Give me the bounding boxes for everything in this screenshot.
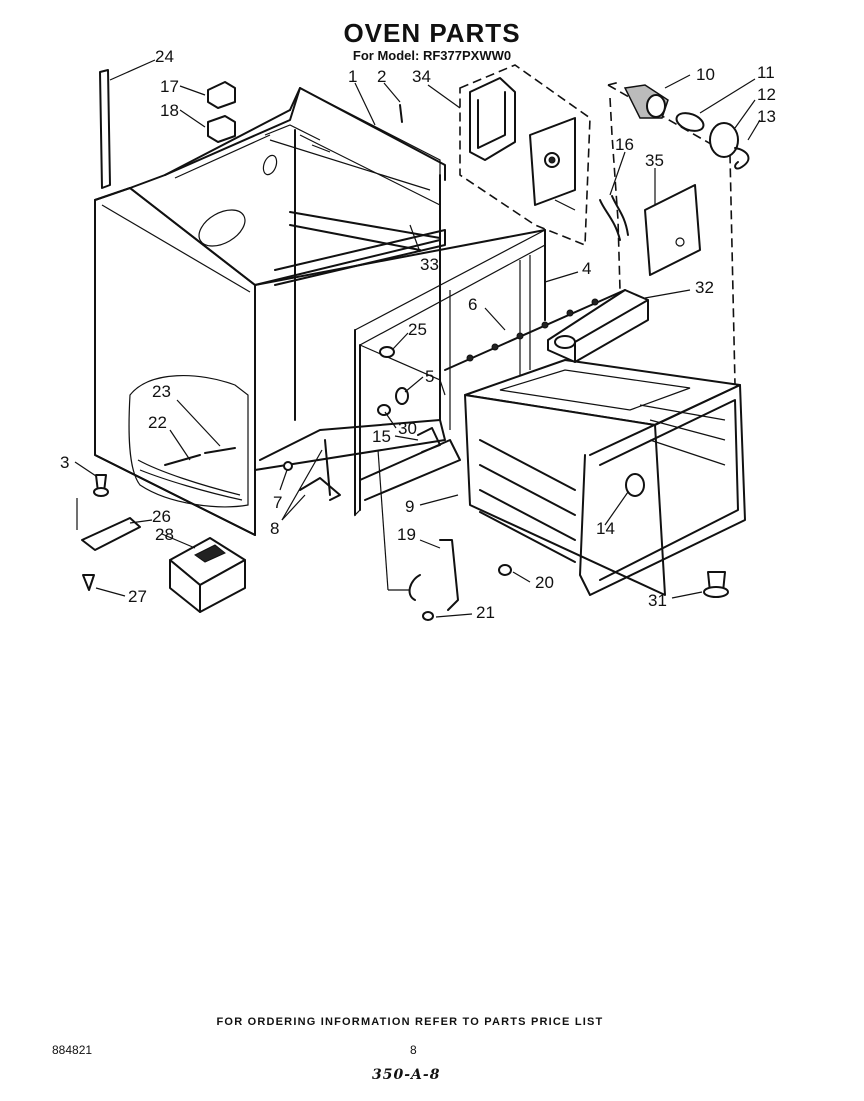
page-number: 8 <box>410 1043 417 1057</box>
ordering-note: FOR ORDERING INFORMATION REFER TO PARTS … <box>216 1016 604 1028</box>
callout-4: 4 <box>582 259 591 278</box>
callout-8: 8 <box>270 519 279 538</box>
model-subtitle: For Model: RF377PXWW0 <box>352 48 512 63</box>
callout-labels: 24 17 18 1 2 34 10 11 12 13 16 35 33 4 3… <box>60 47 776 622</box>
light-assembly-enclosure <box>607 81 750 386</box>
leader-lines <box>74 59 761 618</box>
callout-22: 22 <box>148 413 167 432</box>
page-title: OVEN PARTS <box>343 18 521 48</box>
callout-31: 31 <box>648 591 667 610</box>
callout-5: 5 <box>425 367 434 386</box>
callout-6: 6 <box>468 295 477 314</box>
callout-34: 34 <box>412 67 431 86</box>
callout-19: 19 <box>397 525 416 544</box>
callout-24: 24 <box>155 47 174 66</box>
callout-27: 27 <box>128 587 147 606</box>
callout-14: 14 <box>596 519 615 538</box>
document-number: 884821 <box>52 1043 93 1057</box>
callout-35: 35 <box>645 151 664 170</box>
callout-21: 21 <box>476 603 495 622</box>
callout-15: 15 <box>372 427 391 446</box>
callout-17: 17 <box>160 77 179 96</box>
callout-26: 26 <box>152 507 171 526</box>
callout-2: 2 <box>377 67 386 86</box>
callout-30: 30 <box>398 419 417 438</box>
callout-25: 25 <box>408 320 427 339</box>
callout-16: 16 <box>615 135 634 154</box>
callout-3: 3 <box>60 453 69 472</box>
cabinet-frame <box>94 87 546 536</box>
callout-32: 32 <box>695 278 714 297</box>
callout-9: 9 <box>405 497 414 516</box>
control-box-enclosure <box>459 64 591 247</box>
callout-13: 13 <box>757 107 776 126</box>
callout-33: 33 <box>420 255 439 274</box>
misc-parts <box>76 69 729 621</box>
callout-10: 10 <box>696 65 715 84</box>
callout-12: 12 <box>757 85 776 104</box>
callout-7: 7 <box>273 493 282 512</box>
callout-11: 11 <box>757 63 775 82</box>
callout-18: 18 <box>160 101 179 120</box>
callout-20: 20 <box>535 573 554 592</box>
handwritten-code: 350-A-8 <box>372 1067 441 1083</box>
callout-28: 28 <box>155 525 174 544</box>
callout-23: 23 <box>152 382 171 401</box>
callout-1: 1 <box>348 67 357 86</box>
oven-liner <box>464 289 746 596</box>
